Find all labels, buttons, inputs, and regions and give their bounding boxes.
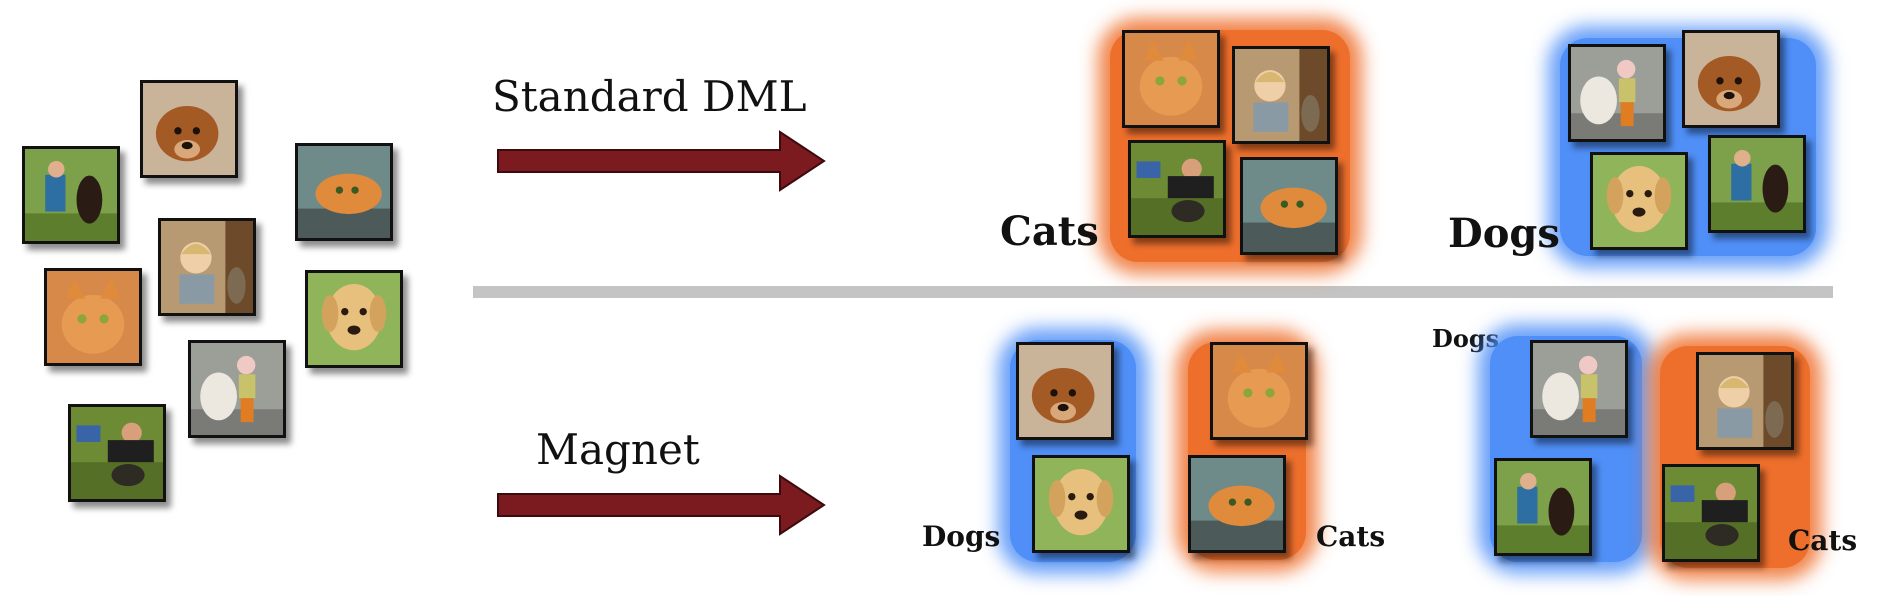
photo-dog-brown (1016, 342, 1114, 440)
photo-child-cat (1232, 46, 1330, 144)
photo-dog-yellow (1032, 455, 1130, 553)
cluster-label-bottom-left-dogs: Dogs (922, 520, 1001, 553)
photo-cat-lying (1240, 157, 1338, 255)
photo-cat-lying (1188, 455, 1286, 553)
method-title-standard-dml: Standard DML (492, 72, 807, 121)
photo-man-cat (1128, 140, 1226, 238)
method-title-magnet: Magnet (536, 425, 700, 474)
photo-cat-orange (1122, 30, 1220, 128)
photo-cat-lying (295, 143, 393, 241)
photo-boy-dog (22, 146, 120, 244)
photo-man-cat (1662, 464, 1760, 562)
cluster-label-bottom-right-cats: Cats (1788, 524, 1858, 557)
photo-dog-brown (140, 80, 238, 178)
photo-man-cat (68, 404, 166, 502)
photo-boy-dog (1494, 458, 1592, 556)
photo-child-cat (158, 218, 256, 316)
photo-cat-orange (1210, 342, 1308, 440)
cluster-label-bottom-left-cats: Cats (1316, 520, 1386, 553)
photo-girl-dog (1530, 340, 1628, 438)
photo-dog-yellow (305, 270, 403, 368)
photo-boy-dog (1708, 135, 1806, 233)
arrow-standard (497, 130, 826, 192)
section-divider (473, 286, 1833, 298)
cluster-label-top-dogs: Dogs (1448, 210, 1560, 257)
cluster-label-bottom-right-dogs: Dogs (1432, 324, 1500, 353)
arrow-magnet (497, 474, 826, 536)
photo-cat-orange (44, 268, 142, 366)
photo-girl-dog (1568, 44, 1666, 142)
photo-child-cat (1696, 352, 1794, 450)
photo-dog-yellow (1590, 152, 1688, 250)
photo-girl-dog (188, 340, 286, 438)
cluster-label-top-cats: Cats (1000, 208, 1099, 255)
photo-dog-brown (1682, 30, 1780, 128)
